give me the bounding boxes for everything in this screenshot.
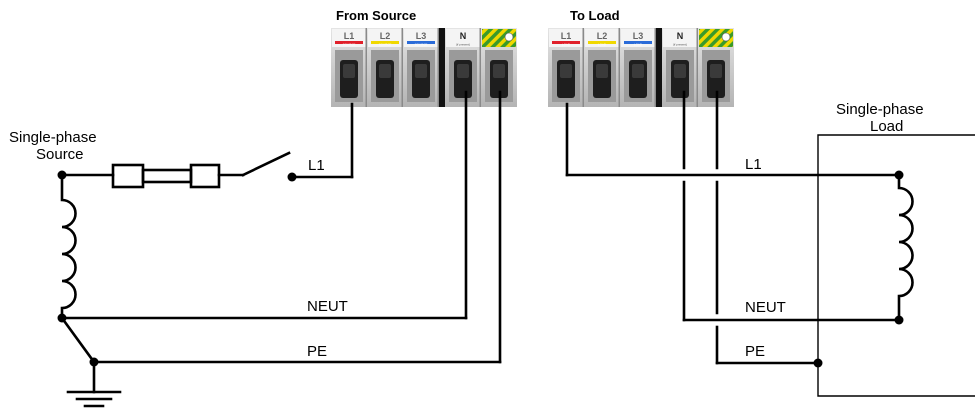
- load-terminal-separator: [582, 28, 584, 107]
- load-label-line1: Single-phase: [836, 101, 924, 118]
- source-junction-neutral: [57, 313, 67, 323]
- load-terminal-color-bar: [624, 41, 652, 44]
- source-terminal-slot-sublabel: SOURCE: [415, 43, 428, 47]
- fuse: [111, 163, 221, 189]
- load-terminal-separator: [654, 28, 656, 107]
- load-l1-label: L1: [745, 156, 762, 173]
- load-terminal-terminal-clamp: [596, 64, 608, 78]
- load-terminal-separator: [696, 28, 698, 107]
- load-terminal-label-strip: [663, 29, 697, 47]
- source-terminal-terminal-clamp: [343, 64, 355, 78]
- source-terminal-terminal-clamp: [457, 64, 469, 78]
- source-terminal-slot-label: L2: [380, 31, 391, 41]
- load-terminal-terminal-clamp: [632, 64, 644, 78]
- source-junction-earth: [89, 357, 99, 367]
- load-terminal-slot-label: L3: [633, 31, 644, 41]
- load-terminal-slot-pe: [699, 29, 733, 102]
- load-junction-earth: [813, 358, 823, 368]
- load-terminal-terminal-clamp: [710, 64, 722, 78]
- load-terminal-terminal-clamp: [560, 64, 572, 78]
- source-terminal-label-strip: [446, 29, 480, 47]
- source-terminal-slot-sublabel: SOURCE: [343, 43, 356, 47]
- load-terminal-slot-n: N (if present): [663, 29, 697, 102]
- source-terminal-separator: [479, 28, 481, 107]
- load-junction-top: [894, 170, 904, 180]
- load-neut-label: NEUT: [745, 299, 786, 316]
- load-terminal-slot-label: L1: [561, 31, 572, 41]
- source-terminal-slot-label: N: [460, 31, 467, 41]
- load-pe-label: PE: [745, 343, 765, 360]
- source-terminal-slot-pe: [482, 29, 516, 102]
- earth-icon: [66, 360, 122, 408]
- load-terminal-slot-sublabel: LOAD: [562, 43, 571, 47]
- switch-blade: [241, 151, 291, 177]
- source-junction-top: [57, 170, 67, 180]
- source-terminal-neutral-divider: [439, 28, 445, 107]
- load-terminal-separator: [618, 28, 620, 107]
- source-label-line1: Single-phase: [9, 129, 97, 146]
- source-terminal-slot-sublabel: (if present): [456, 43, 470, 47]
- neutral-earth-link: [60, 316, 96, 364]
- load-terminal-color-bar: [552, 41, 580, 44]
- source-terminal-terminal-clamp: [379, 64, 391, 78]
- source-terminal-slot-label: L1: [344, 31, 355, 41]
- load-terminal-slot-label: N: [677, 31, 684, 41]
- load-terminal-neutral-divider: [656, 28, 662, 107]
- load-terminal-slot-label: L2: [597, 31, 608, 41]
- source-terminal-separator: [401, 28, 403, 107]
- load-terminal-slot-sublabel: LOAD: [634, 43, 643, 47]
- source-terminal-terminal-clamp: [493, 64, 505, 78]
- source-coil: [60, 173, 77, 320]
- source-l1-label: L1: [308, 157, 325, 174]
- source-terminal-separator: [365, 28, 367, 107]
- source-terminal-slot-label: L3: [416, 31, 427, 41]
- load-terminal-terminal-clamp: [674, 64, 686, 78]
- load-coil: [897, 173, 914, 322]
- source-terminal-color-bar: [335, 41, 363, 44]
- source-terminal-terminal-clamp: [415, 64, 427, 78]
- load-terminal-earth-symbol-icon: [721, 32, 731, 42]
- load-enclosure: [817, 134, 975, 397]
- source-label-line2: Source: [36, 146, 84, 163]
- source-terminal-separator: [437, 28, 439, 107]
- load-junction-neutral: [894, 315, 904, 325]
- load-terminal-color-bar: [588, 41, 616, 44]
- source-terminal-slot-n: N (if present): [446, 29, 480, 102]
- source-terminal-color-bar: [371, 41, 399, 44]
- source-terminal-slot-sublabel: SOURCE: [379, 43, 392, 47]
- source-neut-label: NEUT: [307, 298, 348, 315]
- to-load-title: To Load: [570, 8, 620, 23]
- load-label-line2: Load: [870, 118, 903, 135]
- load-terminal-slot-sublabel: (if present): [673, 43, 687, 47]
- source-pe-label: PE: [307, 343, 327, 360]
- load-terminal-slot-sublabel: LOAD: [598, 43, 607, 47]
- source-terminal-earth-symbol-icon: [504, 32, 514, 42]
- from-source-title: From Source: [336, 8, 416, 23]
- source-terminal-color-bar: [407, 41, 435, 44]
